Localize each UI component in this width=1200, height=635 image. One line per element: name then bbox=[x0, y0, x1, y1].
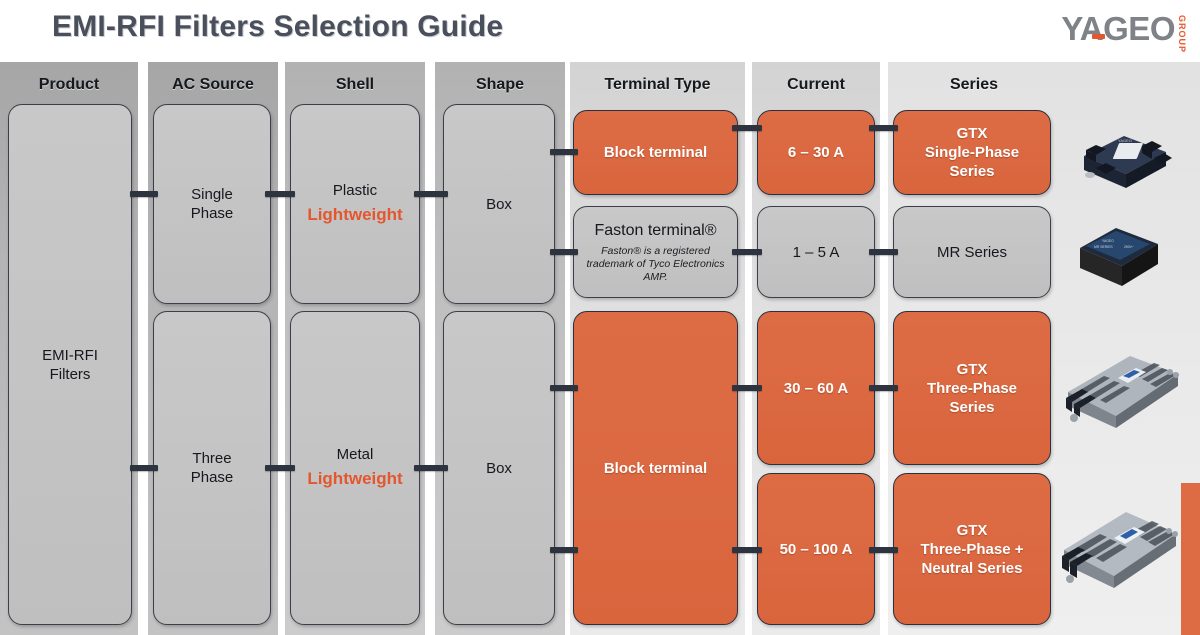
gtx-single-phase-filter-photo: YAGEO bbox=[1066, 126, 1176, 196]
connector-metal-to-box-bottom bbox=[414, 465, 448, 471]
svg-text:YAGEO: YAGEO bbox=[1102, 239, 1114, 243]
node-line: Series bbox=[949, 163, 995, 180]
node-line: Neutral Series bbox=[921, 559, 1023, 577]
yageo-logo: YAGEO GROUP bbox=[1061, 10, 1187, 54]
node-line: 6 – 30 A bbox=[787, 144, 845, 161]
node-line: Faston terminal® bbox=[594, 221, 717, 239]
node-line: Box bbox=[486, 459, 512, 477]
node-series-mr[interactable]: MR Series bbox=[893, 206, 1051, 298]
shell-material-label: Metal bbox=[336, 446, 374, 463]
node-terminal-faston[interactable]: Faston terminal® Faston® is a registered… bbox=[573, 206, 738, 298]
shell-material-label: Plastic bbox=[332, 182, 378, 199]
connector-box-to-block-terminal-bottom bbox=[550, 385, 578, 391]
connector-block-terminal-to-30-60a bbox=[732, 385, 762, 391]
page-title: EMI-RFI Filters Selection Guide bbox=[52, 10, 504, 43]
connector-6-30a-to-gtx-single bbox=[869, 125, 898, 131]
connector-1-5a-to-mr-series bbox=[869, 249, 898, 255]
column-header-current: Current bbox=[787, 76, 845, 93]
connector-50-100a-to-gtx-three-neutral bbox=[869, 547, 898, 553]
node-line: Box bbox=[486, 195, 512, 213]
node-series-gtx-three-phase-neutral[interactable]: GTX Three-Phase + Neutral Series bbox=[893, 473, 1051, 625]
node-ac-source-single-phase[interactable]: Single Phase bbox=[153, 104, 271, 304]
connector-30-60a-to-gtx-three bbox=[869, 385, 898, 391]
node-series-gtx-three-phase[interactable]: GTX Three-Phase Series bbox=[893, 311, 1051, 465]
node-current-30-60a[interactable]: 30 – 60 A bbox=[757, 311, 875, 465]
connector-box-to-block-terminal-top bbox=[550, 149, 578, 155]
node-current-50-100a[interactable]: 50 – 100 A bbox=[757, 473, 875, 625]
node-line: Three-Phase bbox=[926, 379, 1018, 397]
connector-box-to-block-terminal-bottom2 bbox=[550, 547, 578, 553]
node-current-1-5a[interactable]: 1 – 5 A bbox=[757, 206, 875, 298]
mr-series-filter-photo: YAGEO MR SERIES 250V~ bbox=[1072, 222, 1167, 290]
column-header-series: Series bbox=[949, 76, 999, 93]
logo-accent-bar bbox=[1092, 34, 1106, 39]
column-header-product: Product bbox=[38, 76, 100, 93]
connector-product-to-single-phase bbox=[130, 191, 158, 197]
shell-accent-label: Lightweight bbox=[307, 469, 403, 488]
column-header-shell: Shell bbox=[335, 76, 375, 93]
title-bar: EMI-RFI Filters Selection Guide YAGEO GR… bbox=[0, 0, 1200, 62]
faston-trademark-note: Faston® is a registered trademark of Tyc… bbox=[586, 244, 725, 283]
node-series-gtx-single-phase[interactable]: GTX Single-Phase Series bbox=[893, 110, 1051, 195]
node-line: 30 – 60 A bbox=[783, 379, 849, 397]
node-line: Single bbox=[191, 186, 233, 203]
connector-box-to-faston-terminal bbox=[550, 249, 578, 255]
node-line: GTX bbox=[956, 360, 988, 378]
connector-block-terminal-to-6-30a bbox=[732, 125, 762, 131]
node-line: Three-Phase + bbox=[920, 540, 1024, 558]
node-ac-source-three-phase[interactable]: Three Phase bbox=[153, 311, 271, 625]
node-terminal-block-three[interactable]: Block terminal bbox=[573, 311, 738, 625]
node-line: Series bbox=[949, 398, 995, 416]
gtx-three-phase-neutral-filter-photo bbox=[1050, 500, 1182, 592]
node-shell-plastic[interactable]: Plastic Lightweight bbox=[290, 104, 420, 304]
connector-product-to-three-phase bbox=[130, 465, 158, 471]
gtx-three-phase-filter-photo bbox=[1056, 348, 1184, 434]
column-header-shape: Shape bbox=[475, 76, 524, 93]
connector-block-terminal-to-50-100a bbox=[732, 547, 762, 553]
column-header-ac-source: AC Source bbox=[172, 76, 254, 93]
column-header-terminal-type: Terminal Type bbox=[604, 76, 711, 93]
node-shell-metal[interactable]: Metal Lightweight bbox=[290, 311, 420, 625]
node-line: Phase bbox=[190, 469, 234, 486]
logo-wordmark: YAGEO bbox=[1061, 10, 1175, 47]
right-edge-accent-bar bbox=[1181, 483, 1200, 635]
node-shape-box-three[interactable]: Box bbox=[443, 311, 555, 625]
logo-group-text: GROUP bbox=[1177, 15, 1187, 54]
node-current-6-30a[interactable]: 6 – 30 A bbox=[757, 110, 875, 195]
shell-accent-label: Lightweight bbox=[307, 205, 403, 224]
connector-faston-to-1-5a bbox=[732, 249, 762, 255]
svg-text:250V~: 250V~ bbox=[1124, 245, 1134, 249]
node-line: Block terminal bbox=[603, 459, 708, 477]
svg-text:YAGEO: YAGEO bbox=[1118, 138, 1132, 143]
node-line: 50 – 100 A bbox=[779, 540, 853, 558]
node-line: Block terminal bbox=[603, 144, 708, 161]
connector-three-phase-to-metal bbox=[265, 465, 295, 471]
connector-plastic-to-box-top bbox=[414, 191, 448, 197]
node-line: 1 – 5 A bbox=[792, 243, 840, 261]
node-line: Phase bbox=[190, 205, 234, 222]
node-line: MR Series bbox=[936, 243, 1007, 261]
node-shape-box-single[interactable]: Box bbox=[443, 104, 555, 304]
svg-text:MR SERIES: MR SERIES bbox=[1094, 245, 1113, 249]
node-terminal-block-single[interactable]: Block terminal bbox=[573, 110, 738, 195]
node-line: GTX bbox=[956, 125, 988, 142]
node-line: GTX bbox=[956, 521, 988, 539]
node-line: Single-Phase bbox=[924, 144, 1020, 161]
node-product-emi-rfi-filters[interactable]: EMI-RFI Filters bbox=[8, 104, 132, 625]
node-line: EMI-RFI bbox=[42, 346, 98, 364]
connector-single-phase-to-plastic bbox=[265, 191, 295, 197]
node-line: Filters bbox=[49, 365, 91, 383]
node-line: Three bbox=[192, 450, 232, 467]
